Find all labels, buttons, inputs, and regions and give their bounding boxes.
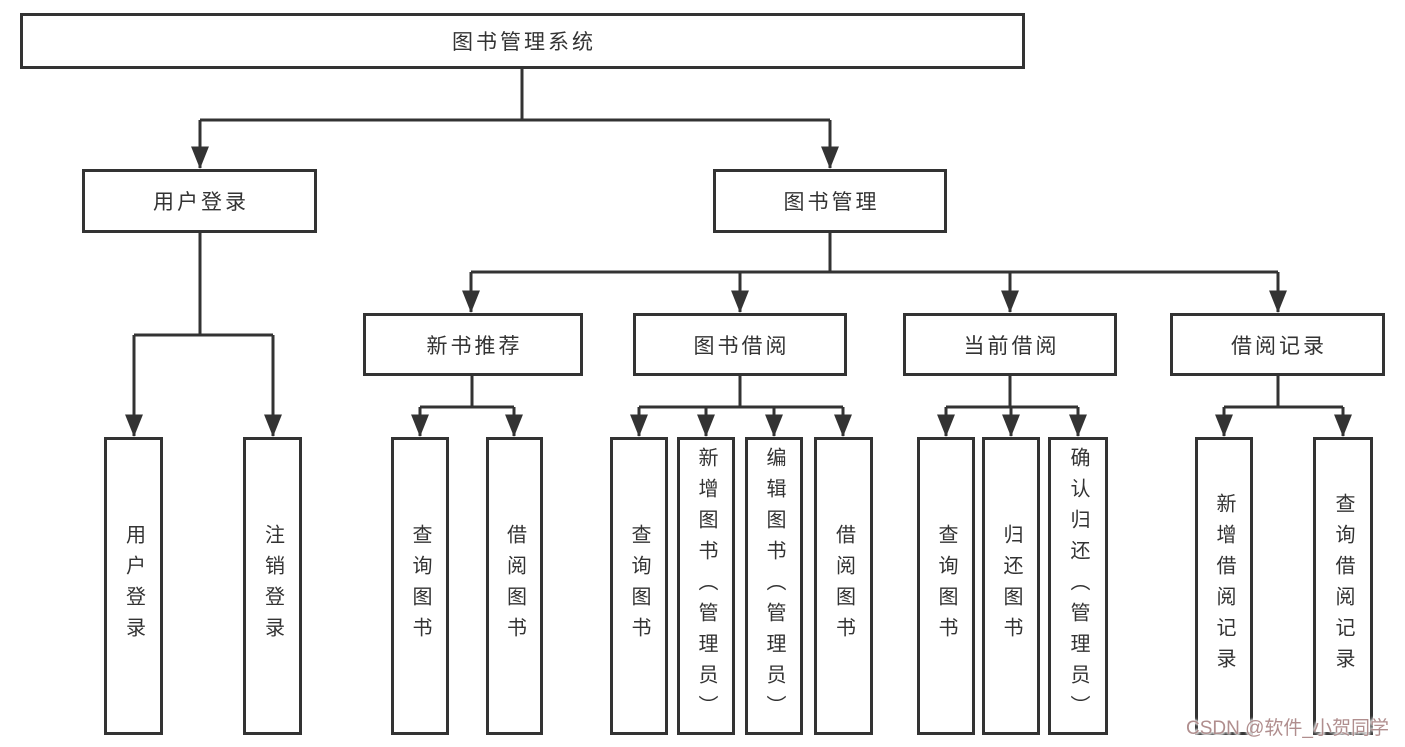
leaf-query-books: 查询图书 xyxy=(391,437,449,735)
leaf-query-borrow-record: 查询借阅记录 xyxy=(1313,437,1373,735)
leaf-confirm-return-admin: 确认归还（管理员） xyxy=(1048,437,1108,735)
node-new-book-recommendation: 新书推荐 xyxy=(363,313,583,376)
leaf-borrow-books: 借阅图书 xyxy=(814,437,873,735)
leaf-add-borrow-record: 新增借阅记录 xyxy=(1195,437,1253,735)
node-book-management-system: 图书管理系统 xyxy=(20,13,1025,69)
leaf-user-login: 用户登录 xyxy=(104,437,163,735)
leaf-edit-books-admin: 编辑图书（管理员） xyxy=(745,437,803,735)
node-borrowing-records: 借阅记录 xyxy=(1170,313,1385,376)
node-book-borrowing: 图书借阅 xyxy=(633,313,847,376)
leaf-add-books-admin: 新增图书（管理员） xyxy=(677,437,735,735)
leaf-return-books: 归还图书 xyxy=(982,437,1040,735)
node-current-borrowing: 当前借阅 xyxy=(903,313,1117,376)
node-user-login: 用户登录 xyxy=(82,169,317,233)
node-book-management: 图书管理 xyxy=(713,169,947,233)
leaf-query-books: 查询图书 xyxy=(917,437,975,735)
leaf-borrow-books: 借阅图书 xyxy=(486,437,543,735)
leaf-logout: 注销登录 xyxy=(243,437,302,735)
leaf-query-books: 查询图书 xyxy=(610,437,668,735)
csdn-watermark: CSDN @软件_小贺同学 xyxy=(1186,718,1389,739)
